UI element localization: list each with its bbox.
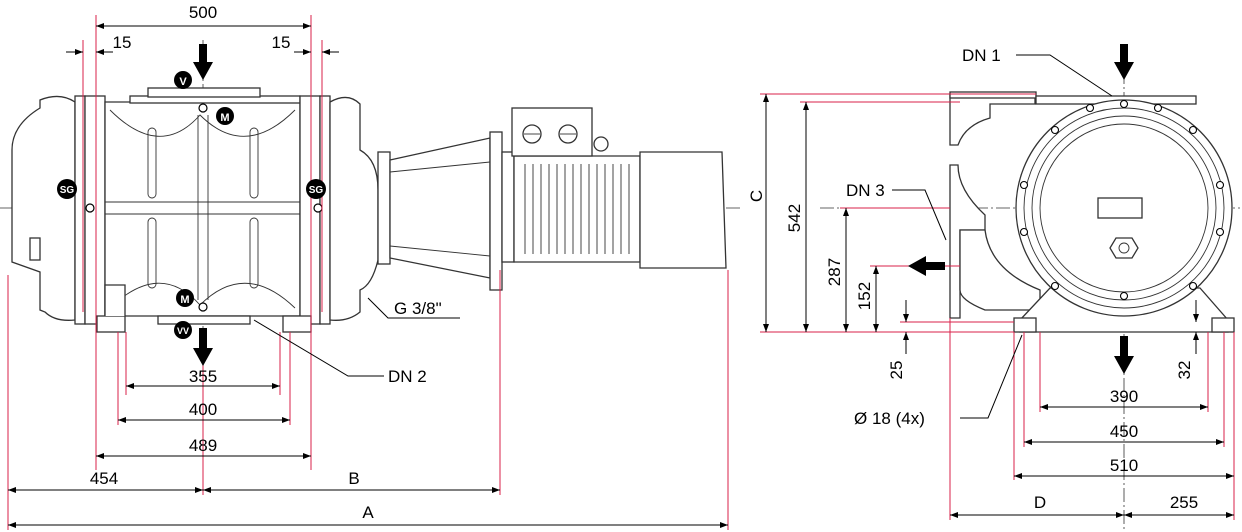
label-holes: Ø 18 (4x) bbox=[854, 409, 925, 428]
sight-glass-left-callout: SG bbox=[57, 179, 77, 199]
svg-text:M: M bbox=[220, 112, 229, 124]
svg-text:SG: SG bbox=[60, 185, 75, 196]
dim-500: 500 bbox=[189, 3, 217, 22]
gauge-top-callout: M bbox=[216, 107, 234, 125]
dim-d: D bbox=[1034, 493, 1046, 512]
svg-text:SG: SG bbox=[309, 185, 324, 196]
dim-c: C bbox=[747, 190, 766, 202]
sight-glass-right-callout: SG bbox=[306, 179, 326, 199]
label-dn2: DN 2 bbox=[388, 367, 427, 386]
inlet-arrow bbox=[193, 44, 213, 80]
gauge-bottom-callout: M bbox=[176, 289, 194, 307]
label-g38: G 3/8" bbox=[394, 299, 442, 318]
dim-a: A bbox=[362, 503, 374, 522]
side-view: V M M VV SG SG 500 15 15 355 400 489 454… bbox=[0, 3, 740, 530]
outlet-arrow bbox=[193, 328, 213, 366]
dim-489: 489 bbox=[189, 436, 217, 455]
dim-15-left: 15 bbox=[113, 33, 132, 52]
dim-15-right: 15 bbox=[272, 33, 291, 52]
inlet-arrow-front bbox=[1114, 44, 1134, 80]
dim-510: 510 bbox=[1110, 456, 1138, 475]
label-dn1: DN 1 bbox=[962, 46, 1001, 65]
dim-255: 255 bbox=[1170, 493, 1198, 512]
dim-152: 152 bbox=[855, 282, 874, 310]
dim-32: 32 bbox=[1175, 361, 1194, 380]
dim-400: 400 bbox=[189, 400, 217, 419]
side-outlet-arrow bbox=[908, 256, 945, 276]
dim-390: 390 bbox=[1110, 387, 1138, 406]
front-view: DN 1 DN 3 Ø 18 (4x) C 542 287 152 25 32 … bbox=[747, 44, 1240, 530]
dim-25: 25 bbox=[887, 361, 906, 380]
dim-542: 542 bbox=[785, 204, 804, 232]
dim-454: 454 bbox=[90, 469, 118, 488]
label-dn3: DN 3 bbox=[846, 181, 885, 200]
outlet-arrow-front bbox=[1114, 336, 1134, 374]
dim-287: 287 bbox=[825, 258, 844, 286]
svg-text:VV: VV bbox=[177, 326, 189, 336]
outlet-callout: VV bbox=[174, 321, 192, 339]
dim-355: 355 bbox=[189, 367, 217, 386]
motor-cooling-fins bbox=[524, 164, 630, 254]
flange-bolts bbox=[1019, 99, 1225, 301]
inlet-callout: V bbox=[174, 71, 192, 89]
svg-text:M: M bbox=[180, 294, 189, 306]
dim-b: B bbox=[348, 469, 359, 488]
dim-450: 450 bbox=[1110, 422, 1138, 441]
svg-text:V: V bbox=[179, 76, 187, 88]
